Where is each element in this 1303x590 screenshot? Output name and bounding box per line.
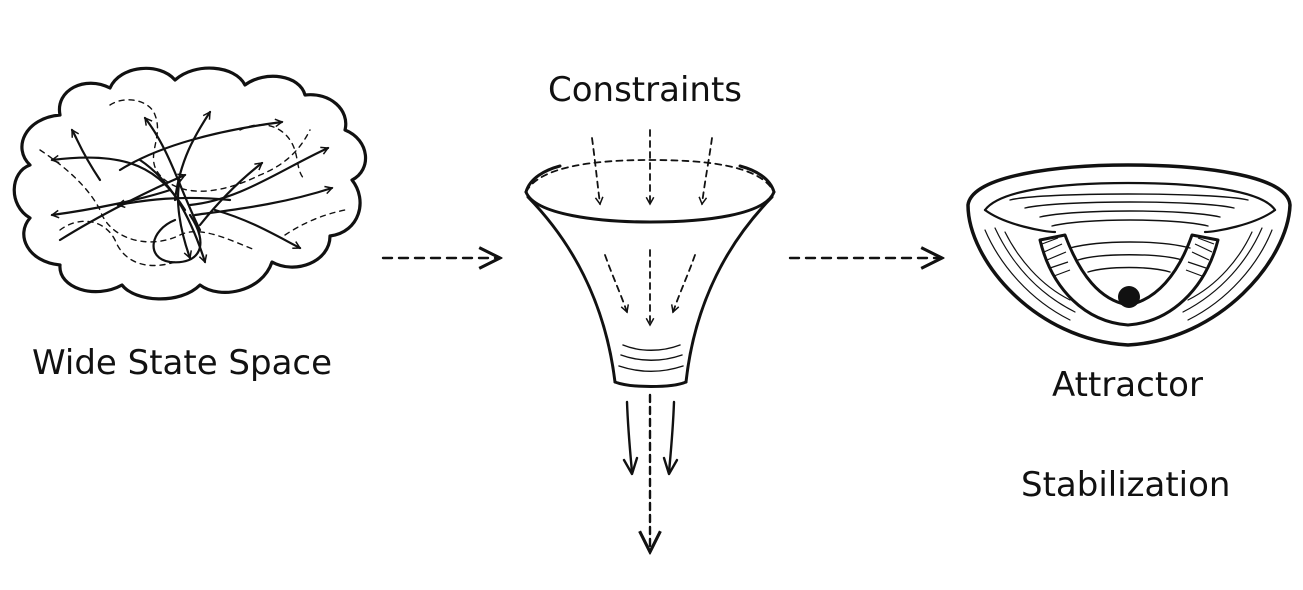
stabilization-label: Stabilization xyxy=(1021,465,1231,505)
cloud-dashed-path xyxy=(109,99,311,192)
funnel-output xyxy=(622,393,679,552)
inner-arrow xyxy=(604,254,627,312)
cloud-dashed-path xyxy=(59,220,176,267)
cloud-outline xyxy=(12,66,368,301)
attractor-bowl xyxy=(966,163,1292,347)
funnel-rim-side xyxy=(524,164,562,194)
attractor-ball xyxy=(1118,286,1140,308)
output-left-stream xyxy=(625,400,634,474)
funnel-left-side xyxy=(526,195,617,384)
bowl-well xyxy=(1038,233,1220,327)
constraints-label: Constraints xyxy=(548,70,742,110)
output-right-stream xyxy=(667,400,676,474)
chaotic-arrows xyxy=(52,112,332,262)
funnel-rim-front xyxy=(524,190,776,224)
constraint-arrow xyxy=(702,137,713,204)
constraint-funnel xyxy=(524,129,776,388)
cloud-dashed-path xyxy=(284,209,346,236)
attractor-label: Attractor xyxy=(1052,365,1203,405)
constraint-arrow xyxy=(591,137,600,204)
wide-state-space-label: Wide State Space xyxy=(32,343,333,383)
funnel-right-side xyxy=(684,195,774,384)
inner-arrow xyxy=(673,254,696,312)
bowl-outer-shell xyxy=(966,163,1292,347)
funnel-bottom xyxy=(613,380,688,388)
state-space-cloud xyxy=(12,66,368,301)
funnel-rim-back xyxy=(525,159,775,193)
cloud-dashed-path xyxy=(39,149,256,251)
